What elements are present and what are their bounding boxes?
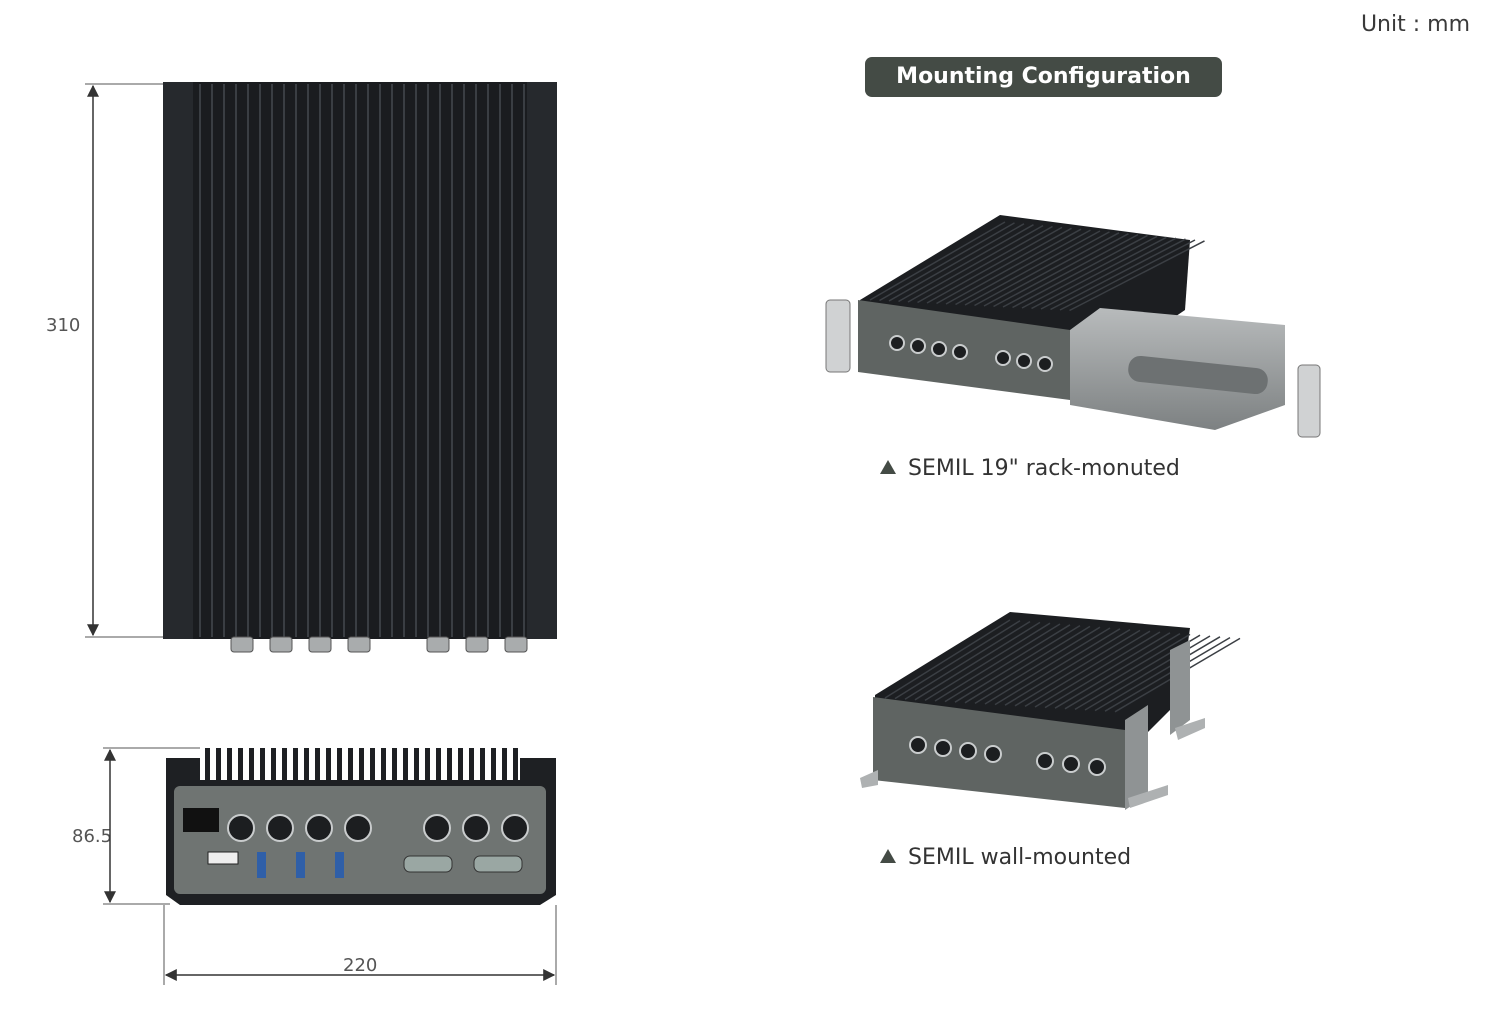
mounting-configuration-title: Mounting Configuration [865,57,1222,97]
front-view-drawing [103,747,557,985]
triangle-icon [880,460,896,474]
triangle-icon [880,849,896,863]
wall-mounted-caption: SEMIL wall-mounted [880,845,1131,870]
rack-mounted-caption: SEMIL 19" rack-monuted [880,456,1180,481]
top-view-drawing [85,82,557,653]
unit-label: Unit : mm [1360,12,1470,37]
wall-mounted-illustration [860,612,1241,810]
rack-mounted-illustration [825,215,1321,438]
height-dimension-label: 86.5 [72,826,113,847]
depth-dimension-label: 310 [46,315,81,336]
